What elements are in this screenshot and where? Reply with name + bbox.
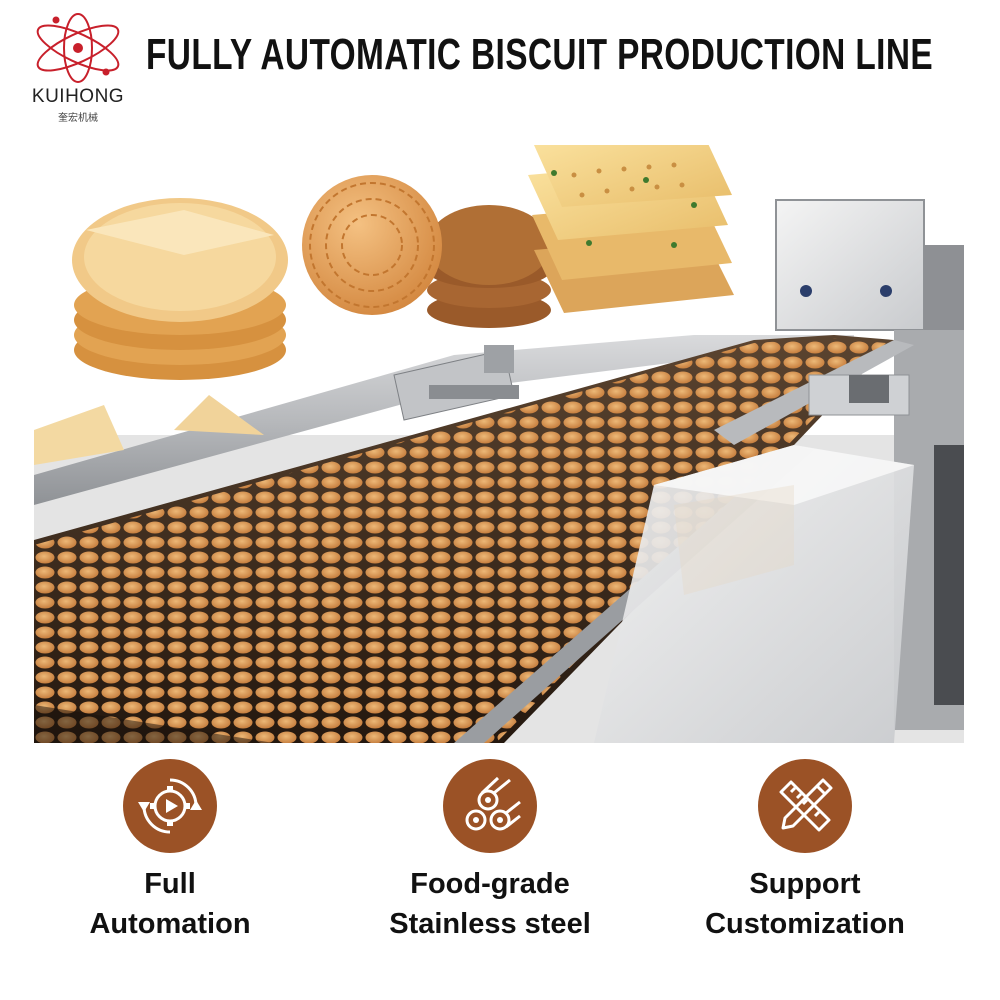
logo-brand-text: KUIHONG	[31, 86, 125, 107]
feature-line-1: Full	[144, 868, 196, 900]
feature-label: Full Automation	[20, 864, 320, 944]
kuihong-logo: KUIHONG 奎宏机械	[14, 10, 142, 124]
feature-label: Support Customization	[655, 864, 955, 944]
production-line-photo	[34, 145, 964, 743]
feature-line-1: Food-grade	[410, 868, 570, 900]
gear-automation-icon	[122, 758, 218, 854]
page-title: FULLY AUTOMATIC BISCUIT PRODUCTION LINE	[146, 30, 934, 79]
feature-line-2: Stainless steel	[389, 908, 591, 940]
feature-line-2: Customization	[705, 908, 905, 940]
marie-biscuit-stack	[302, 175, 551, 328]
feature-line-1: Support	[749, 868, 861, 900]
atom-logo-icon	[36, 13, 120, 83]
production-line-illustration	[34, 145, 964, 743]
feature-label: Food-grade Stainless steel	[340, 864, 640, 944]
soda-cracker-stack	[528, 145, 734, 313]
feature-line-2: Automation	[89, 908, 251, 940]
puff-biscuit-stack	[72, 198, 288, 380]
logo-sub-text: 奎宏机械	[58, 113, 98, 124]
steel-pipes-icon	[442, 758, 538, 854]
pencil-ruler-icon	[757, 758, 853, 854]
